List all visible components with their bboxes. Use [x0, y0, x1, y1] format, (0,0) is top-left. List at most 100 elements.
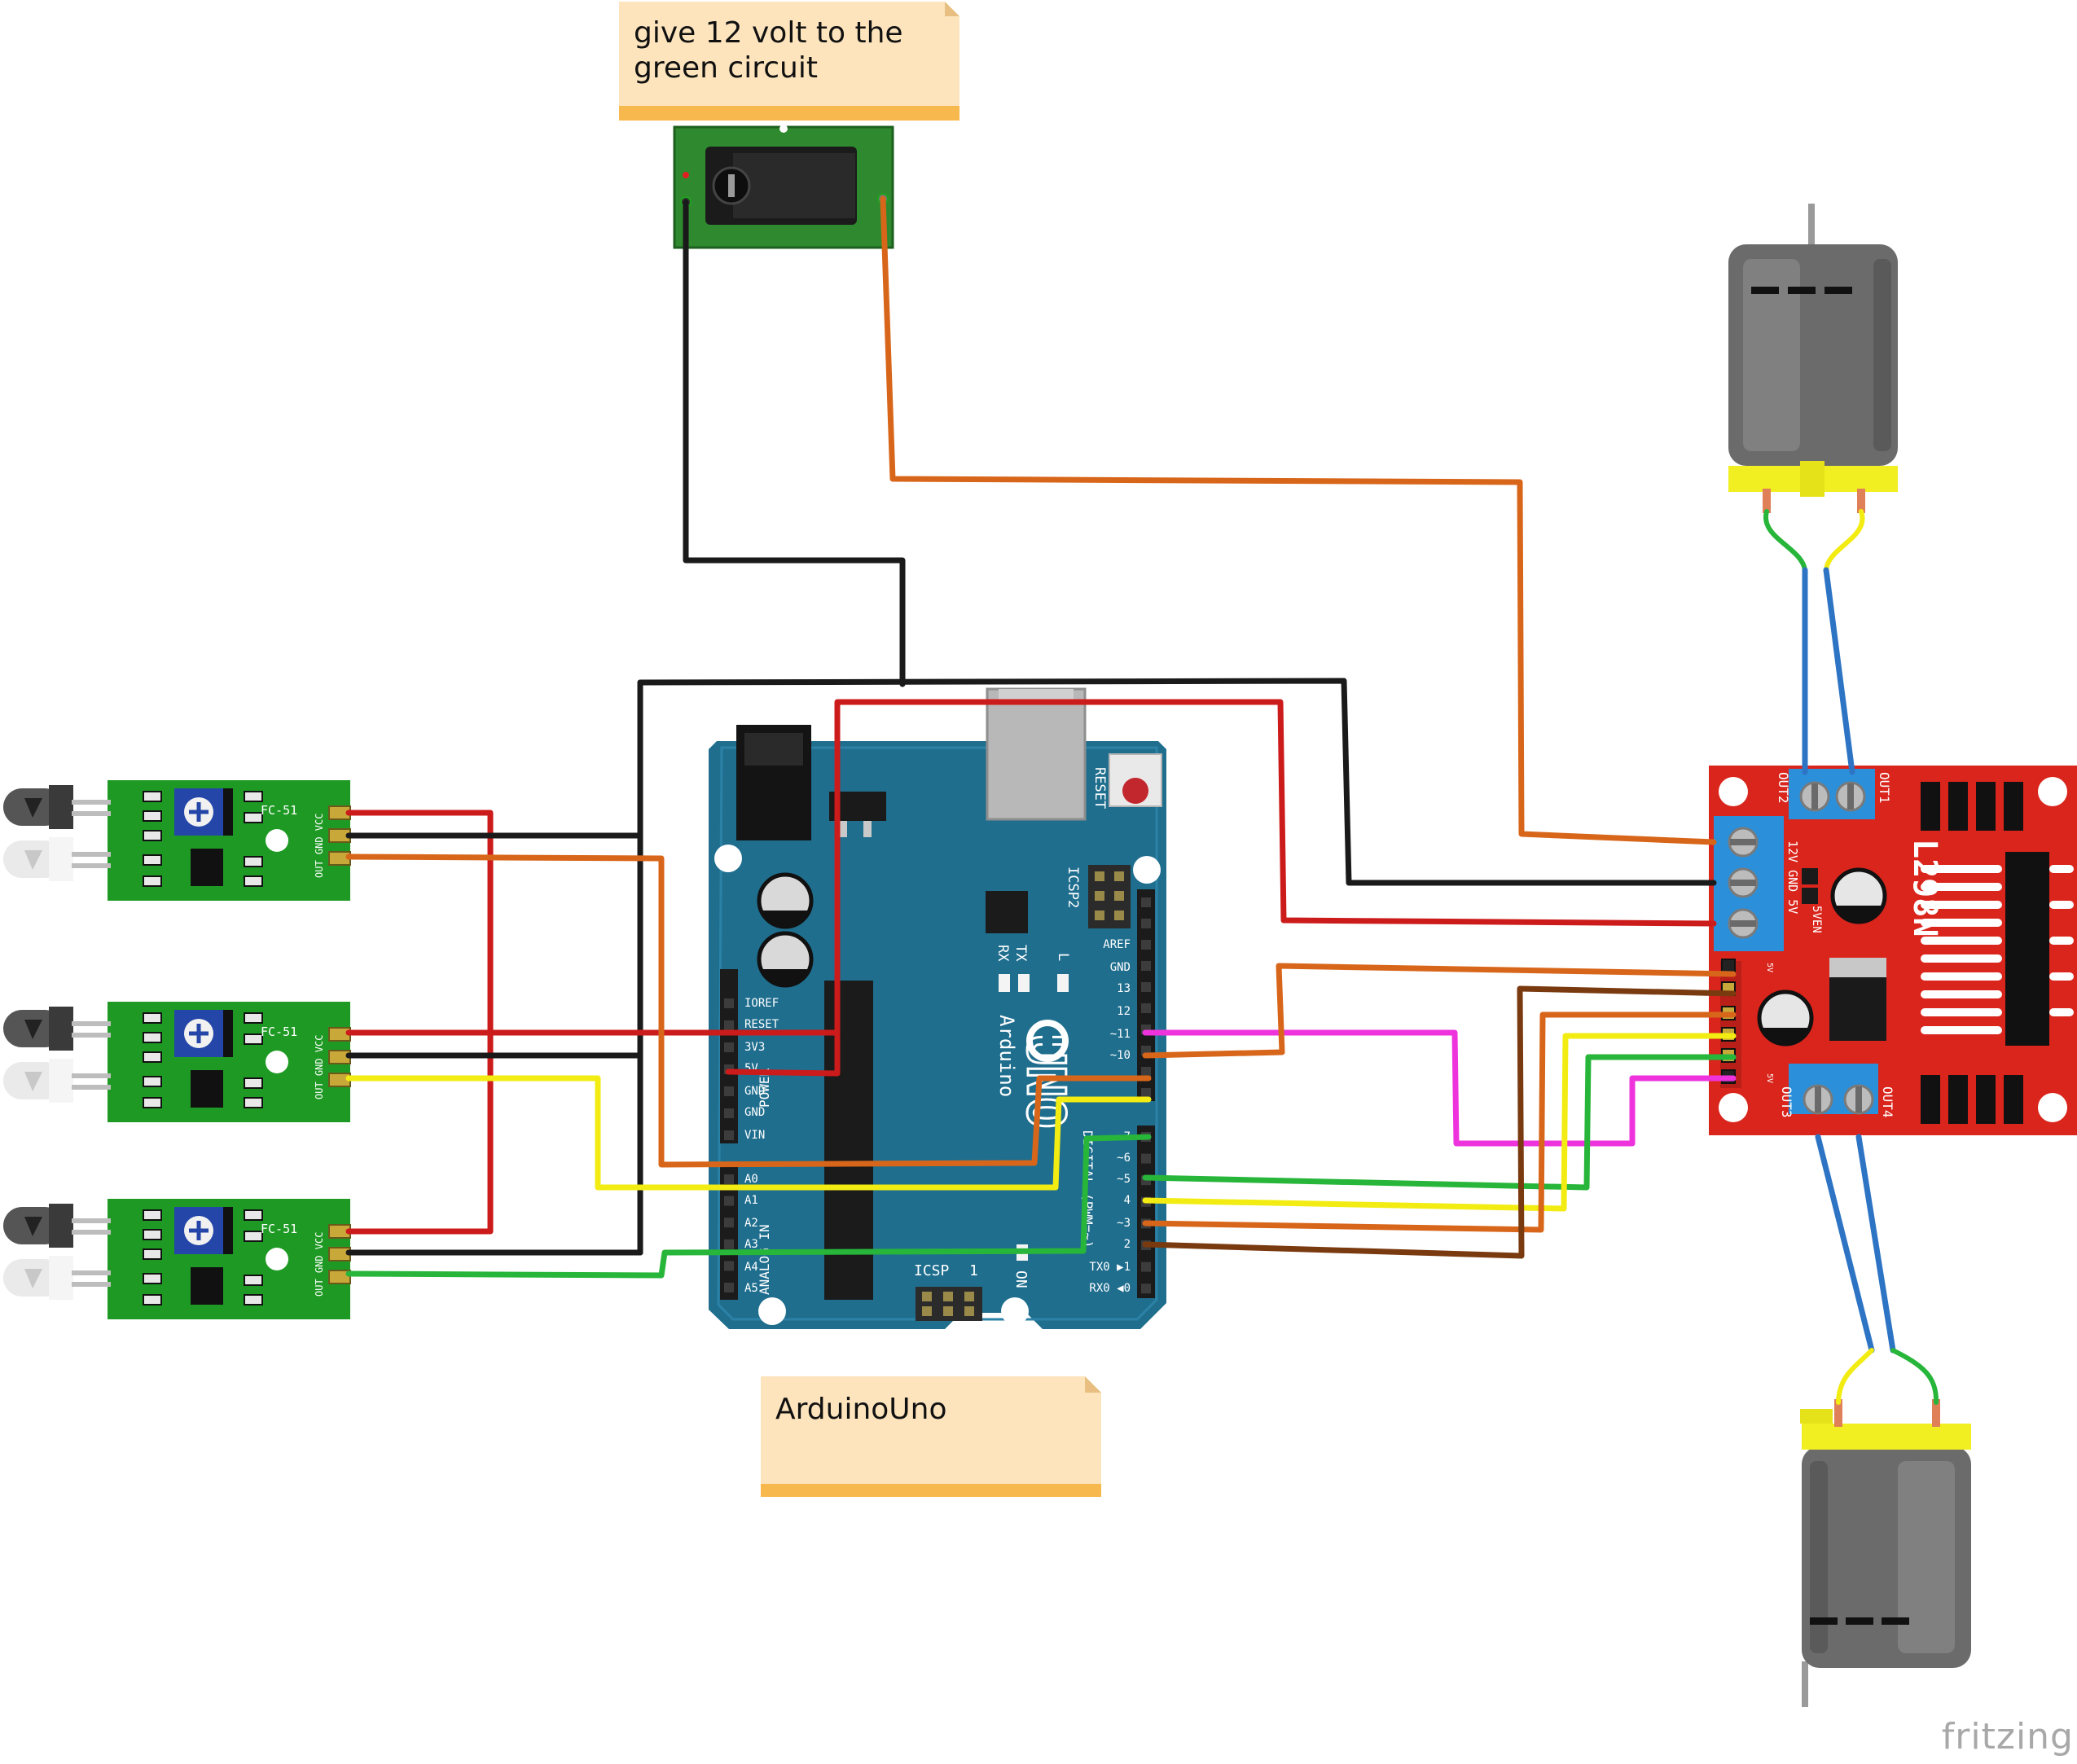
pin-hole[interactable] — [1141, 961, 1151, 971]
dc-motor-top[interactable] — [1728, 204, 1898, 513]
wire-5v-bus[interactable] — [725, 699, 1717, 1077]
arduino-note[interactable]: ArduinoUno — [761, 1376, 1101, 1497]
sensor-pins-label: OUT GND VCC — [314, 1232, 325, 1297]
pin-label: GND — [744, 1106, 765, 1119]
pin-label: 12 — [1117, 1005, 1131, 1018]
pin-label: ~10 — [1110, 1049, 1131, 1062]
led-tx-label: TX — [1012, 945, 1029, 962]
wire-d3-in[interactable] — [1142, 1011, 1737, 1233]
potentiometer-icon — [174, 1010, 233, 1057]
driver-power-pins-label: 12V GND 5V — [1785, 840, 1800, 914]
sensor-model-label: FC-51 — [261, 1025, 297, 1039]
comparator-chip — [191, 1267, 223, 1305]
ir-receiver-icon — [3, 1059, 111, 1103]
on-label: ON — [1012, 1270, 1030, 1288]
pin-label: ~6 — [1117, 1152, 1131, 1165]
digital-header-bottom — [1137, 1126, 1155, 1298]
driver-pin[interactable] — [1721, 959, 1736, 973]
pin-label: ~3 — [1117, 1217, 1131, 1230]
pin-hole[interactable] — [724, 1174, 734, 1184]
analog-label: ANALOG IN — [757, 1224, 772, 1295]
pin-hole[interactable] — [724, 1086, 734, 1096]
power-note-line1: give 12 volt to the — [634, 16, 903, 50]
pin-hole[interactable] — [724, 1218, 734, 1228]
pin-hole[interactable] — [1141, 1262, 1151, 1272]
pin-hole[interactable] — [724, 1020, 734, 1030]
pin-hole[interactable] — [1141, 1067, 1151, 1077]
pin-hole[interactable] — [1141, 1284, 1151, 1294]
arduino-brand: Arduino — [995, 1015, 1018, 1097]
wire-motor-top-yellow[interactable] — [1824, 509, 1865, 573]
power-header — [720, 969, 738, 1143]
pin-hole[interactable] — [1141, 1088, 1151, 1098]
out1-label: OUT1 — [1877, 772, 1892, 804]
wire-sensor1-out[interactable] — [345, 853, 1152, 1168]
wire-d11-enb[interactable] — [1142, 1029, 1737, 1147]
pin-label: AREF — [1103, 938, 1131, 951]
pin-label: ~5 — [1117, 1173, 1131, 1186]
wire-motor-top-blue-2[interactable] — [1823, 567, 1855, 775]
dc-motor-bottom[interactable] — [1800, 1399, 1971, 1707]
sensor-model-label: FC-51 — [261, 803, 297, 818]
pin-hole[interactable] — [724, 1108, 734, 1118]
wire-jack-gnd[interactable] — [683, 199, 906, 687]
wire-motor-top-green[interactable] — [1763, 509, 1807, 573]
wire-d4-in[interactable] — [1142, 1033, 1737, 1212]
wire-motor-bottom-blue-1[interactable] — [1815, 1134, 1875, 1354]
ir-emitter-icon — [3, 1204, 111, 1248]
ir-emitter-icon — [3, 1007, 111, 1051]
wire-motor-bottom-green[interactable] — [1890, 1348, 1939, 1405]
pin-label: A2 — [744, 1217, 758, 1230]
pin-hole[interactable] — [724, 1196, 734, 1206]
power-note-line2: green circuit — [634, 51, 818, 85]
l298n-motor-driver[interactable]: L298N OUT1 OUT2 OUT3 OUT4 12V GND 5V 5VE… — [1709, 766, 2077, 1135]
pin-hole[interactable] — [724, 1239, 734, 1249]
pin-label: RX0 ◀0 — [1089, 1282, 1131, 1295]
power-note[interactable]: give 12 volt to the green circuit — [619, 2, 959, 121]
wire-sensor2-out[interactable] — [345, 1075, 1152, 1191]
pin-label: GND — [744, 1085, 765, 1098]
wire-d10-ena[interactable] — [1142, 963, 1737, 1059]
out3-label: OUT3 — [1779, 1086, 1794, 1118]
wire-d2-in[interactable] — [1142, 985, 1737, 1259]
wire-motor-bottom-blue-2[interactable] — [1855, 1134, 1896, 1354]
pin-hole[interactable] — [724, 998, 734, 1008]
pin-label: RESET — [744, 1018, 779, 1031]
wire-jack-vcc[interactable] — [880, 195, 1717, 845]
pin-label: 2 — [1124, 1238, 1131, 1251]
pin-hole[interactable] — [1141, 940, 1151, 950]
wire-motor-bottom-yellow[interactable] — [1836, 1348, 1874, 1405]
icsp-pin1-label: 1 — [969, 1262, 978, 1279]
power-label: POWER — [757, 1068, 772, 1108]
pin-label: IOREF — [744, 997, 779, 1010]
pin-hole[interactable] — [1141, 897, 1151, 907]
icsp-label: ICSP — [914, 1262, 950, 1279]
dc-power-jack-board[interactable] — [673, 125, 894, 249]
l298n-chip — [2005, 852, 2049, 1046]
wire-sensor1-vcc[interactable] — [345, 810, 494, 1235]
pin-hole[interactable] — [1141, 982, 1151, 992]
pin-hole[interactable] — [1141, 1003, 1151, 1013]
sensor-pin[interactable] — [328, 1270, 351, 1284]
wire-ground-bus[interactable] — [637, 678, 1717, 886]
digital-pin-labels-top: AREF GND 13 12 ~11 ~10 — [1103, 938, 1131, 1062]
driver-name: L298N — [1906, 839, 1943, 937]
icsp2-header — [1088, 865, 1131, 928]
wire-sensor3-out[interactable] — [345, 1134, 1152, 1279]
pin-hole[interactable] — [724, 1130, 734, 1140]
out4-label: OUT4 — [1880, 1086, 1895, 1118]
arduino-uno-board[interactable]: RESET ICSP2 L TX RX Arduino UNO DIGITAL … — [709, 687, 1166, 1329]
pin-hole[interactable] — [1141, 919, 1151, 928]
wire-d5-in[interactable] — [1142, 1054, 1737, 1191]
pin-hole[interactable] — [724, 1042, 734, 1052]
pin-hole[interactable] — [1141, 1153, 1151, 1164]
pin-hole[interactable] — [724, 1261, 734, 1271]
pin-hole[interactable] — [724, 1283, 734, 1292]
icsp-header — [916, 1287, 982, 1321]
potentiometer-icon — [174, 1207, 233, 1254]
driver-control-header — [1720, 961, 1741, 1088]
